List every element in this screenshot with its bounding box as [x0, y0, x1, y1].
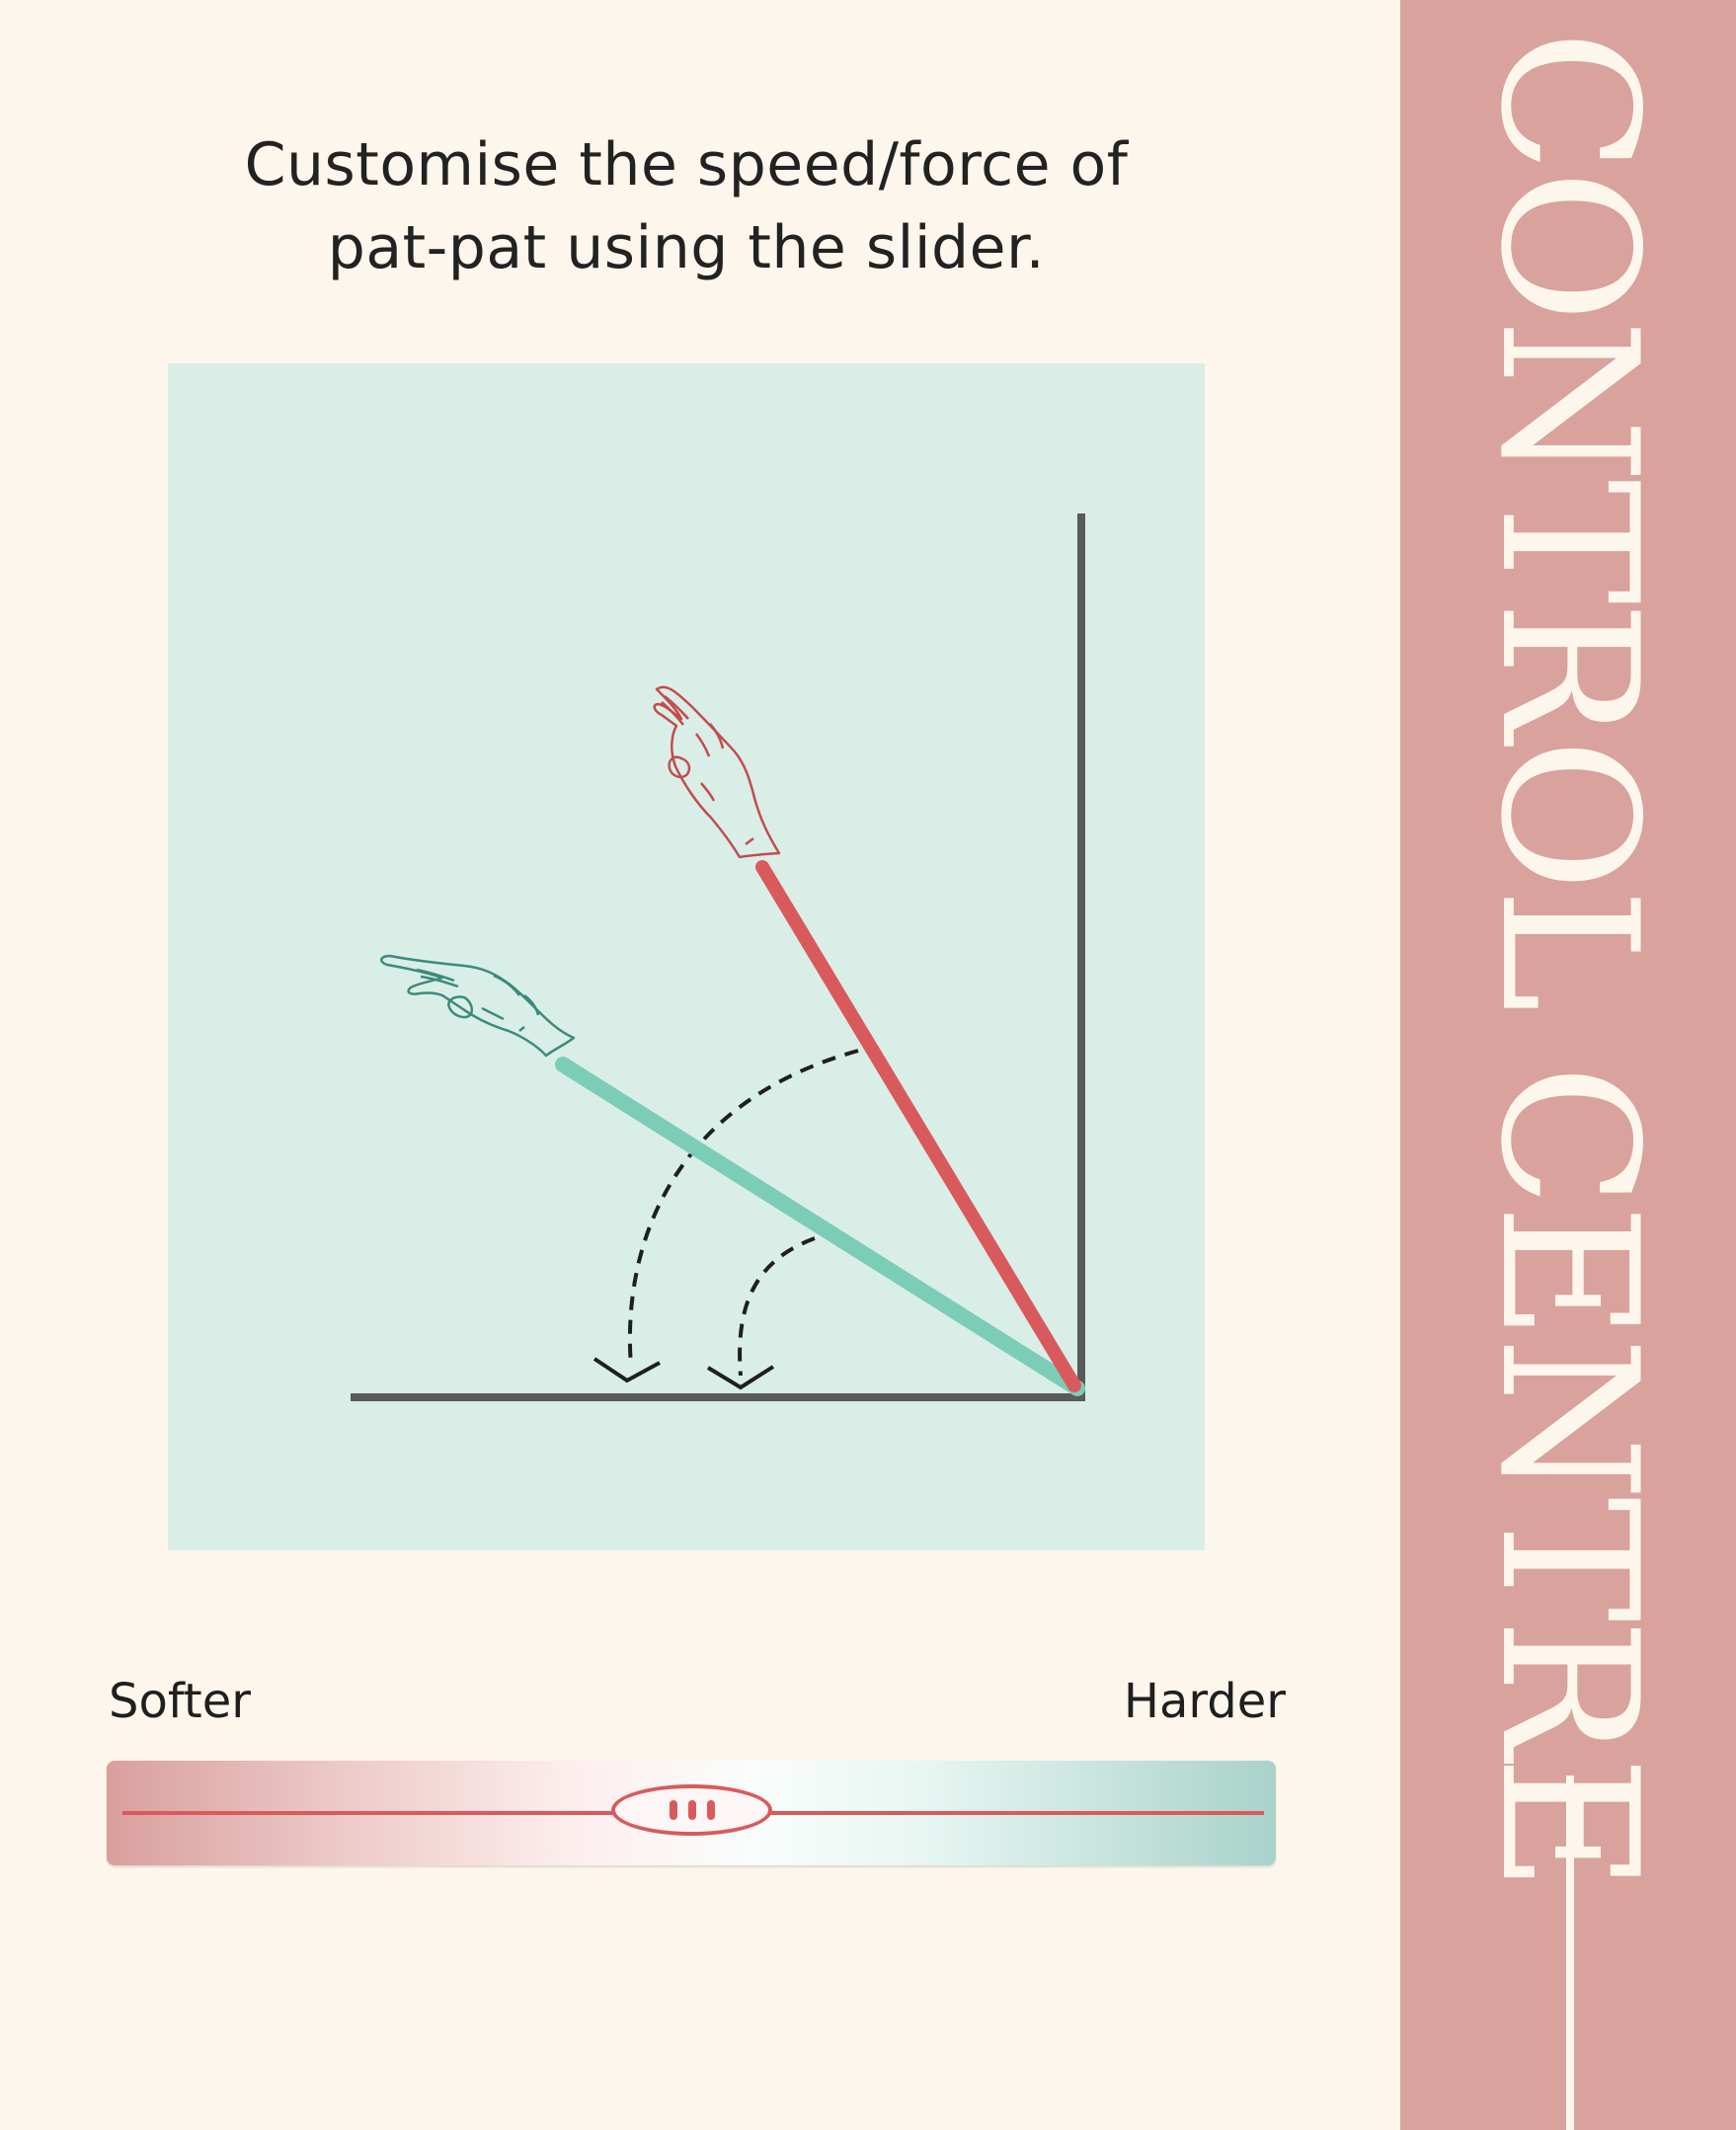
- soft-hand-icon: [380, 954, 576, 1058]
- instruction-line-2: pat-pat using the slider.: [327, 213, 1046, 282]
- soft-arm: [555, 1057, 1085, 1396]
- slider-min-label: Softer: [109, 1674, 251, 1729]
- sidebar-divider: [1566, 1775, 1574, 2130]
- hard-hand-icon: [653, 685, 781, 859]
- instruction-line-1: Customise the speed/force of: [244, 130, 1129, 199]
- sidebar-title: CONTROL CENTRE: [1460, 30, 1678, 1889]
- outer-dashed-arrow-icon: [627, 1049, 859, 1367]
- instruction-text: Customise the speed/force of pat-pat usi…: [168, 123, 1205, 289]
- slider-max-label: Harder: [1123, 1674, 1286, 1729]
- sidebar-panel: CONTROL CENTRE: [1400, 0, 1736, 2130]
- grip-icon: [669, 1800, 677, 1820]
- hard-arm: [755, 860, 1081, 1392]
- pat-motion-illustration: [168, 363, 1205, 1550]
- inner-dashed-arrow-icon: [738, 1236, 816, 1377]
- pat-motion-diagram: [351, 513, 1085, 1401]
- slider-thumb[interactable]: [611, 1784, 772, 1836]
- outer-arrowhead-icon: [592, 1357, 661, 1383]
- inner-arrowhead-icon: [706, 1365, 775, 1390]
- force-slider[interactable]: [107, 1761, 1276, 1865]
- grip-icon: [687, 1800, 696, 1820]
- grip-icon: [706, 1800, 715, 1820]
